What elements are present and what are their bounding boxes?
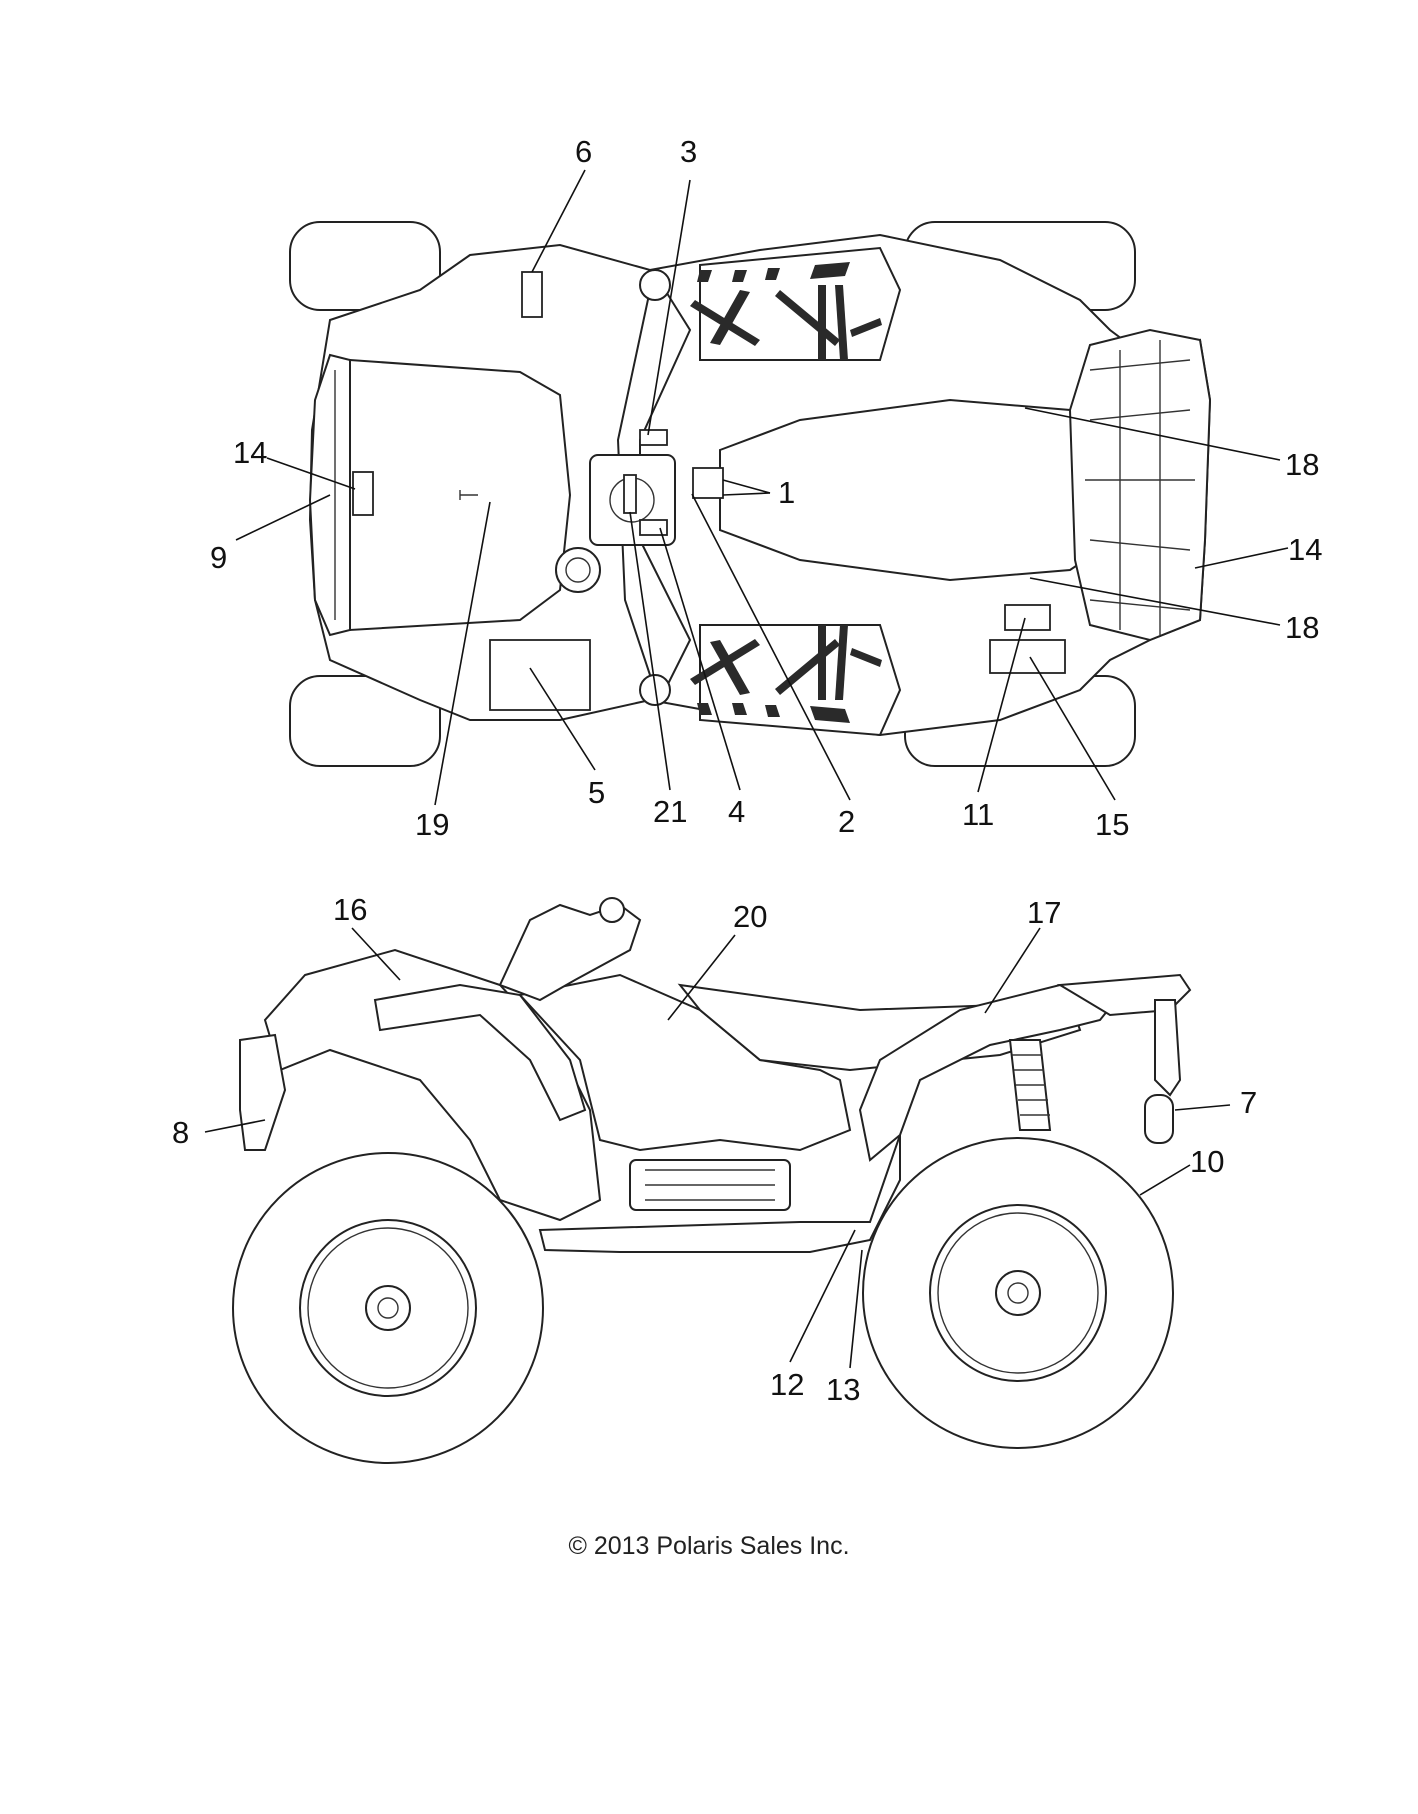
front-wheel <box>232 1152 544 1464</box>
callout-10: 10 <box>1190 1144 1224 1179</box>
callout-5: 5 <box>588 775 605 810</box>
decal-14-front <box>352 471 374 516</box>
callout-18-upper: 18 <box>1285 447 1319 482</box>
callout-19: 19 <box>415 807 449 842</box>
handlebar-side <box>498 903 642 1002</box>
rear-hitch <box>1144 1094 1174 1144</box>
lower-frame <box>538 1134 901 1253</box>
copyright-notice: © 2013 Polaris Sales Inc. <box>568 1532 850 1560</box>
decal-21 <box>623 474 637 514</box>
callout-3: 3 <box>680 134 697 169</box>
right-tread-stripes <box>690 625 882 723</box>
callout-21: 21 <box>653 794 687 829</box>
rear-side-fender <box>858 983 1122 1162</box>
decal-1-center <box>692 467 724 499</box>
callout-12: 12 <box>770 1367 804 1402</box>
fuel-cap <box>555 547 601 593</box>
atv-side-view <box>232 897 1192 1464</box>
atv-top-view <box>289 221 1212 767</box>
callout-20: 20 <box>733 899 767 934</box>
decal-15 <box>989 639 1066 674</box>
callout-16: 16 <box>333 892 367 927</box>
callout-14-rear: 14 <box>1288 532 1322 567</box>
callout-11: 11 <box>962 797 994 832</box>
callout-labels: 1 2 3 4 5 6 7 8 9 10 11 12 13 14 14 15 1… <box>172 134 1322 1407</box>
callout-18-lower: 18 <box>1285 610 1319 645</box>
decal-11 <box>1004 604 1051 631</box>
leader-lines <box>204 169 1289 1369</box>
rear-wheel <box>862 1137 1174 1449</box>
callout-1: 1 <box>778 475 795 510</box>
callout-6: 6 <box>575 134 592 169</box>
front-side-fender <box>373 983 587 1122</box>
decal-1-lower <box>639 519 668 536</box>
callout-17: 17 <box>1027 895 1061 930</box>
callout-9: 9 <box>210 540 227 575</box>
left-tread-stripes <box>690 262 882 360</box>
right-footwell <box>699 624 902 737</box>
rear-rack <box>1068 328 1212 642</box>
left-footwell <box>699 246 902 361</box>
callout-4: 4 <box>728 794 745 829</box>
decal-5 <box>489 639 591 711</box>
decal-6 <box>521 271 543 318</box>
callout-15: 15 <box>1095 807 1129 842</box>
callout-13: 13 <box>826 1372 860 1407</box>
callout-7: 7 <box>1240 1085 1257 1120</box>
decal-1-upper <box>639 429 668 446</box>
callout-2: 2 <box>838 804 855 839</box>
front-bumper <box>239 1033 287 1151</box>
callout-14-front: 14 <box>233 435 267 470</box>
callout-8: 8 <box>172 1115 189 1150</box>
